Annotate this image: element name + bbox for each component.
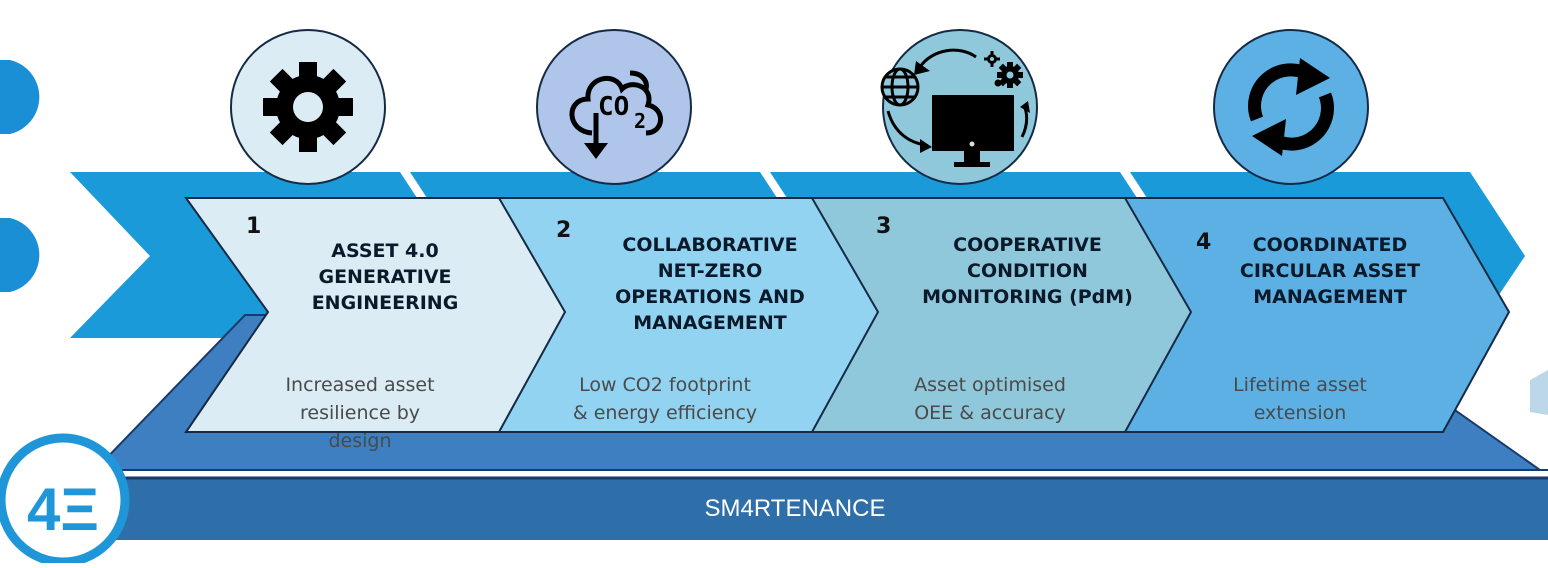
step-1-description: Increased asset resilience by design [250,371,470,455]
step-4-icon-circle [1213,29,1369,185]
step-1-title-line: GENERATIVE [318,266,452,288]
step-4-title: COORDINATED CIRCULAR ASSET MANAGEMENT [1210,232,1450,310]
refresh-cycle-icon [1248,63,1334,151]
step-3-number: 3 [876,214,892,239]
step-3-description: Asset optimised OEE & accuracy [880,371,1100,427]
monitor-globe-gears-icon [880,48,1030,167]
co2-icon-subscript: 2 [634,109,646,133]
left-blob-top [0,60,40,134]
step-1-title-line: ENGINEERING [311,292,459,314]
step-3-description-line: Asset optimised [914,374,1066,396]
step-1-description-line: Increased asset [285,374,435,396]
step-2-title-line: MANAGEMENT [633,312,787,334]
step-4-description-line: extension [1253,402,1347,424]
step-2-title-line: COLLABORATIVE [622,234,798,256]
step-2-icon-circle [536,29,692,185]
step-1-description-line: design [328,430,392,452]
brand-logo: 4Ξ [27,476,99,543]
step-4-title-line: MANAGEMENT [1253,286,1407,308]
co2-cloud-icon [569,70,663,159]
step-3-title: COOPERATIVE CONDITION MONITORING (PdM) [900,232,1155,310]
step-2-description: Low CO2 footprint & energy efficiency [545,371,785,427]
step-4-title-line: CIRCULAR ASSET [1239,260,1421,282]
platform-front [95,478,1548,540]
step-4-title-line: COORDINATED [1252,234,1408,256]
step-3-description-line: OEE & accuracy [914,402,1066,424]
step-2-description-line: & energy efficiency [572,402,758,424]
left-blob-bottom [0,218,40,292]
step-1-description-line: resilience by [299,402,421,424]
faded-arrow-tip [1530,370,1548,415]
gear-icon [263,62,353,152]
co2-icon-text: CO [598,92,629,122]
step-4-chevron[interactable] [1123,197,1511,433]
refresh-arrowhead-bottom [1252,119,1286,156]
logo-circle [0,433,130,567]
refresh-arrowhead-top [1296,58,1330,95]
step-1-title: ASSET 4.0 GENERATIVE ENGINEERING [280,238,490,316]
step-3-title-line: COOPERATIVE [953,234,1102,256]
step-1-title-line: ASSET 4.0 [331,240,439,262]
step-2-title-line: NET-ZERO [657,260,763,282]
step-3-title-line: CONDITION [967,260,1088,282]
step-4-description-line: Lifetime asset [1233,374,1367,396]
step-2-title: COLLABORATIVE NET-ZERO OPERATIONS AND MA… [585,232,835,336]
step-3-title-line: MONITORING (PdM) [922,286,1133,308]
step-1-number: 1 [246,214,262,239]
step-4-number: 4 [1196,230,1212,255]
step-2-number: 2 [556,218,572,243]
step-4-description: Lifetime asset extension [1190,371,1410,427]
step-2-description-line: Low CO2 footprint [579,374,751,396]
platform-banner-label: SM4RTENANCE [704,495,886,522]
step-2-title-line: OPERATIONS AND [615,286,805,308]
